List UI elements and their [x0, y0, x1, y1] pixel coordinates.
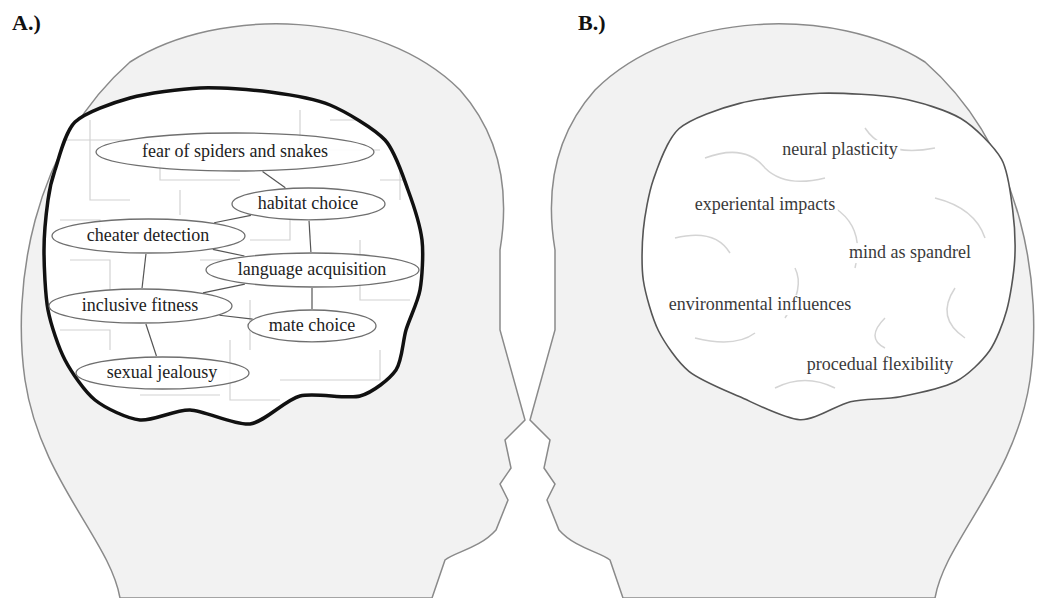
- concept-label: experiental impacts: [692, 195, 838, 215]
- concept-label: environmental influences: [666, 295, 854, 315]
- brain-outline: neural plasticity experiental impacts mind…: [635, 88, 1035, 428]
- brain-shape: [635, 88, 1035, 428]
- trait-label: sexual jealousy: [107, 363, 217, 383]
- brain-outline: [44, 88, 423, 424]
- connector-line: [311, 288, 312, 309]
- connector-line: [263, 172, 286, 188]
- trait-label: habitat choice: [258, 194, 358, 214]
- head-silhouette: [21, 24, 525, 598]
- head-silhouette: [530, 24, 1034, 598]
- trait-ellipse: mate choice: [247, 309, 377, 343]
- trait-label: fear of spiders and snakes: [142, 142, 328, 162]
- connector-line: [214, 215, 251, 222]
- trait-ellipse: fear of spiders and snakes: [95, 132, 375, 172]
- trait-ellipse: language acquisition: [205, 252, 420, 288]
- connector-line: [146, 324, 157, 356]
- brain-outline: [44, 88, 423, 424]
- connector-line: [219, 315, 252, 319]
- trait-ellipse: sexual jealousy: [75, 356, 250, 390]
- trait-label: language acquisition: [238, 260, 386, 280]
- panel-label: B.): [578, 10, 606, 36]
- trait-label: cheater detection: [87, 226, 209, 246]
- connector-line: [142, 254, 146, 288]
- concept-label: procedual flexibility: [804, 355, 956, 375]
- trait-label: mate choice: [269, 316, 355, 336]
- connector-line: [203, 284, 245, 293]
- concept-label: mind as spandrel: [846, 243, 974, 263]
- trait-ellipse: habitat choice: [231, 187, 386, 221]
- panel-label: A.): [12, 10, 41, 36]
- circuit-traces: [60, 110, 420, 400]
- trait-label: inclusive fitness: [82, 296, 198, 316]
- concept-label: neural plasticity: [779, 140, 900, 160]
- trait-ellipse: inclusive fitness: [48, 288, 233, 324]
- trait-ellipse: cheater detection: [51, 218, 246, 254]
- connector-line: [309, 221, 311, 252]
- connector-line: [213, 249, 245, 256]
